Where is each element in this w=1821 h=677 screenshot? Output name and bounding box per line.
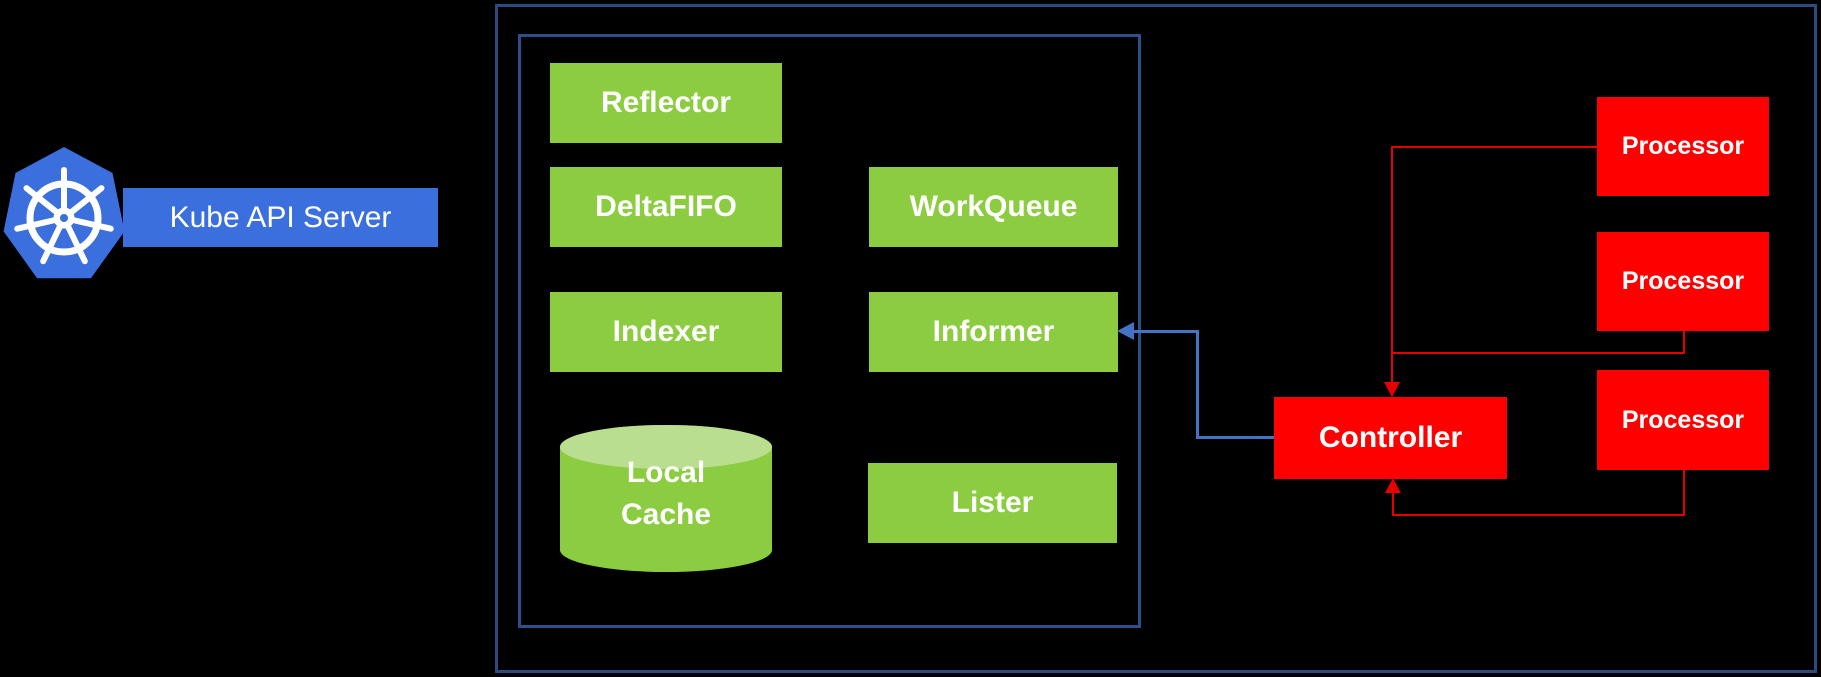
processor-box-2: Processor	[1597, 232, 1769, 331]
connector-processor1-horizontal	[1391, 146, 1597, 148]
local-cache-cylinder-top	[560, 425, 772, 469]
connector-controller-vertical	[1196, 330, 1199, 439]
deltafifo-box: DeltaFIFO	[550, 167, 782, 247]
connector-controller-horizontal	[1196, 436, 1274, 439]
informer-box: Informer	[869, 292, 1118, 372]
connector-processors-vertical-down	[1391, 146, 1393, 383]
connector-processor2-horizontal	[1391, 352, 1685, 354]
lister-box: Lister	[868, 463, 1117, 543]
connector-processor3-horizontal	[1392, 514, 1685, 516]
local-cache-label-line1: Local	[626, 456, 706, 489]
connector-processor3-drop	[1683, 470, 1685, 516]
connector-informer-horizontal	[1132, 330, 1198, 333]
local-cache-label: Local Cache	[560, 452, 772, 536]
outer-boundary-frame	[495, 4, 1817, 673]
workqueue-box: WorkQueue	[869, 167, 1118, 247]
kube-api-server-label: Kube API Server	[123, 188, 438, 247]
controller-box: Controller	[1274, 397, 1507, 479]
connector-processor2-drop	[1683, 331, 1685, 354]
arrowhead-into-informer-icon	[1117, 322, 1134, 340]
connector-processors-vertical-up	[1392, 492, 1394, 516]
kubernetes-logo-icon	[3, 147, 125, 279]
indexer-box: Indexer	[550, 292, 782, 372]
arrowhead-into-controller-top-icon	[1384, 382, 1400, 397]
arrowhead-into-controller-bottom-icon	[1385, 478, 1401, 493]
local-cache-label-line2: Cache	[620, 498, 712, 531]
reflector-box: Reflector	[550, 63, 782, 143]
processor-box-1: Processor	[1597, 97, 1769, 196]
processor-box-3: Processor	[1597, 370, 1769, 470]
